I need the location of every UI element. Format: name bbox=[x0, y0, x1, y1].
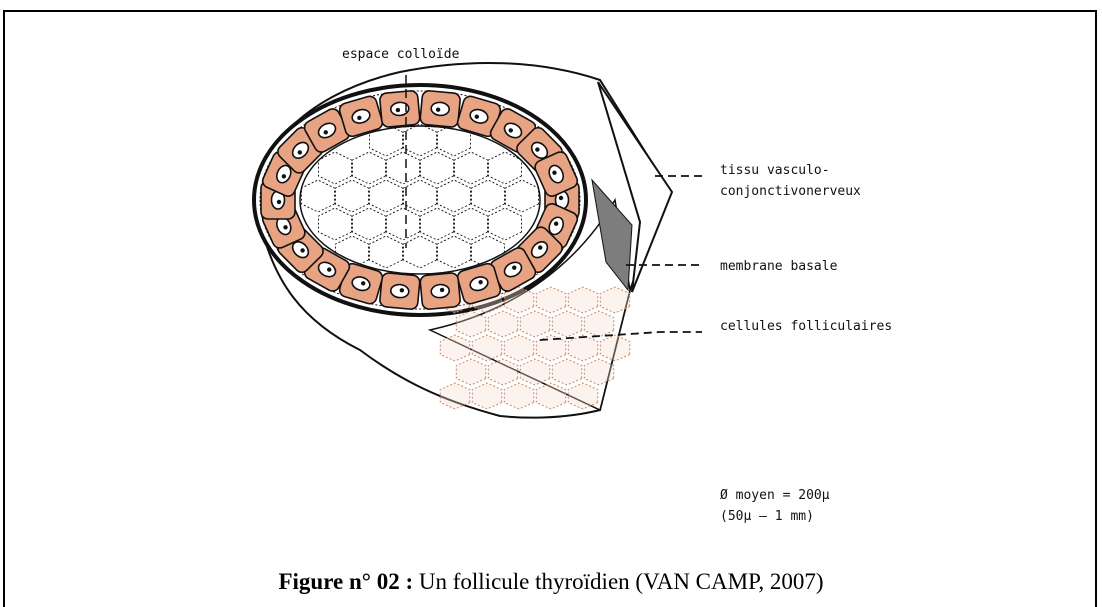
caption-prefix: Figure n° 02 : bbox=[278, 569, 413, 594]
figure-caption: Figure n° 02 : Un follicule thyroïdien (… bbox=[0, 569, 1102, 595]
label-mean-diameter: Ø moyen = 200µ bbox=[720, 488, 830, 503]
thyroid-follicle-diagram: espace colloïde tissu vasculo- conjoncti… bbox=[0, 0, 1102, 560]
caption-text: Un follicule thyroïdien (VAN CAMP, 2007) bbox=[413, 569, 823, 594]
label-colloid-space: espace colloïde bbox=[342, 47, 460, 62]
follicular-cell bbox=[420, 272, 461, 309]
label-basement-membrane: membrane basale bbox=[720, 259, 838, 274]
label-diameter-range: (50µ – 1 mm) bbox=[720, 509, 814, 524]
label-follicular-cells: cellules folliculaires bbox=[720, 319, 892, 334]
label-tissue-line2: conjonctivonerveux bbox=[720, 184, 861, 199]
follicular-cell bbox=[379, 272, 420, 309]
label-tissue-line1: tissu vasculo- bbox=[720, 163, 830, 178]
follicular-cell bbox=[379, 90, 420, 127]
follicular-cell bbox=[420, 90, 461, 127]
